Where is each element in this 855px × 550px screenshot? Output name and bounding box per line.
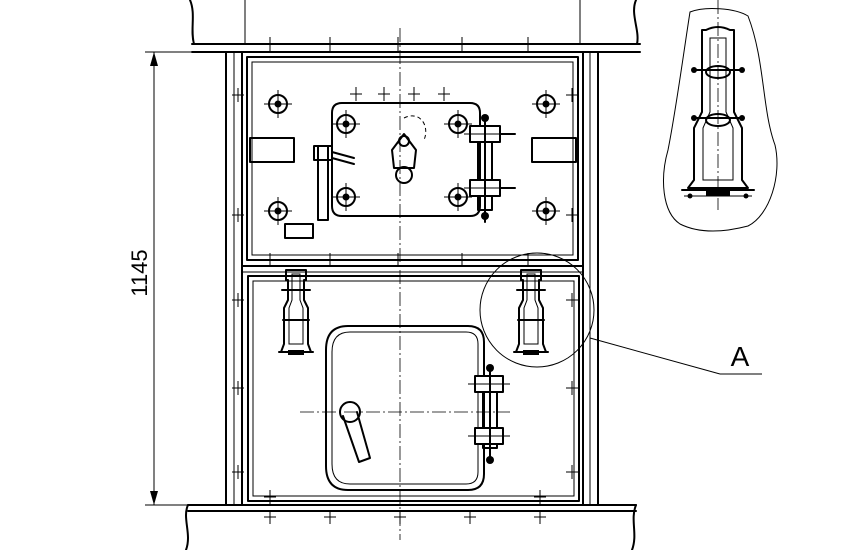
detail-a-marker: A bbox=[479, 252, 762, 375]
detail-a-view bbox=[663, 0, 778, 232]
detail-a-label: A bbox=[731, 341, 750, 372]
dimension-value: 1145 bbox=[127, 249, 152, 296]
top-channel-section bbox=[189, 0, 641, 53]
cabinet-frame bbox=[225, 51, 599, 506]
bottom-channel-section bbox=[185, 504, 637, 550]
upper-panel bbox=[231, 36, 579, 268]
lower-hinge bbox=[468, 364, 510, 464]
lower-door bbox=[300, 325, 510, 491]
lower-panel bbox=[231, 265, 584, 525]
height-dimension: 1145 bbox=[127, 51, 225, 506]
upper-lock-plate bbox=[313, 28, 481, 540]
upper-hinge bbox=[464, 114, 516, 223]
